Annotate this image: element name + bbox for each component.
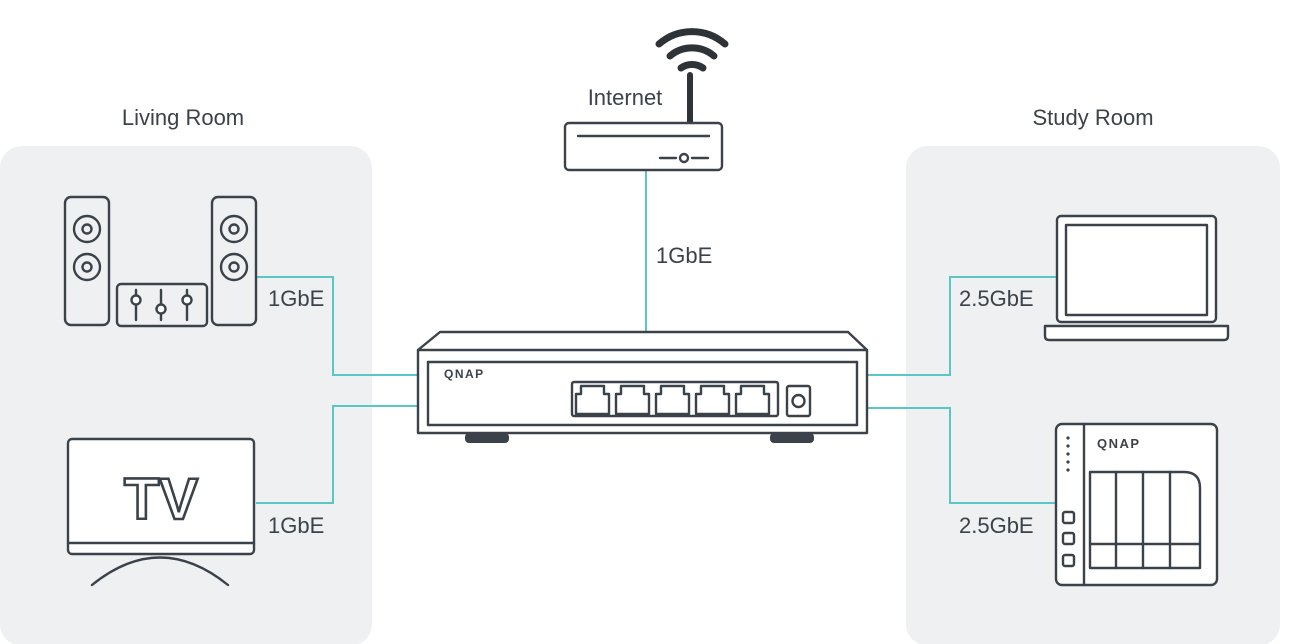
- tv-icon: [66, 437, 256, 587]
- tv-link-line: [256, 405, 418, 504]
- ethernet-port: [574, 384, 611, 416]
- tv-link-speed: 1GbE: [268, 513, 324, 538]
- audio-link-line: [256, 276, 418, 376]
- nas-link-line: [867, 407, 1056, 504]
- audio-link-speed: 1GbE: [268, 286, 324, 311]
- ethernet-port: [614, 384, 651, 416]
- internet-label: Internet: [588, 85, 663, 110]
- router-icon: [563, 72, 724, 172]
- living-room-panel: [0, 146, 372, 644]
- ethernet-port: [654, 384, 691, 416]
- nas-brand-label: QNAP: [1097, 436, 1141, 451]
- wifi-icon: [655, 28, 729, 72]
- ethernet-port: [694, 384, 731, 416]
- living-room-title: Living Room: [122, 105, 244, 130]
- router-link-speed: 1GbE: [656, 243, 712, 268]
- ethernet-port: [734, 384, 771, 416]
- nas-icon: [1054, 422, 1219, 587]
- connection-lines: [256, 170, 1056, 504]
- nas-link-speed: 2.5GbE: [959, 513, 1034, 538]
- audio-system-icon: [63, 195, 258, 328]
- study-room-title: Study Room: [1032, 105, 1153, 130]
- switch-brand-label: QNAP: [444, 367, 485, 381]
- ethernet-ports: [574, 384, 771, 416]
- network-switch: [416, 330, 869, 443]
- laptop-link-speed: 2.5GbE: [959, 286, 1034, 311]
- tv-screen-label: TV: [124, 467, 198, 532]
- laptop-icon: [1043, 214, 1230, 342]
- nas-status-leds: [1066, 436, 1070, 472]
- laptop-link-line: [867, 276, 1056, 376]
